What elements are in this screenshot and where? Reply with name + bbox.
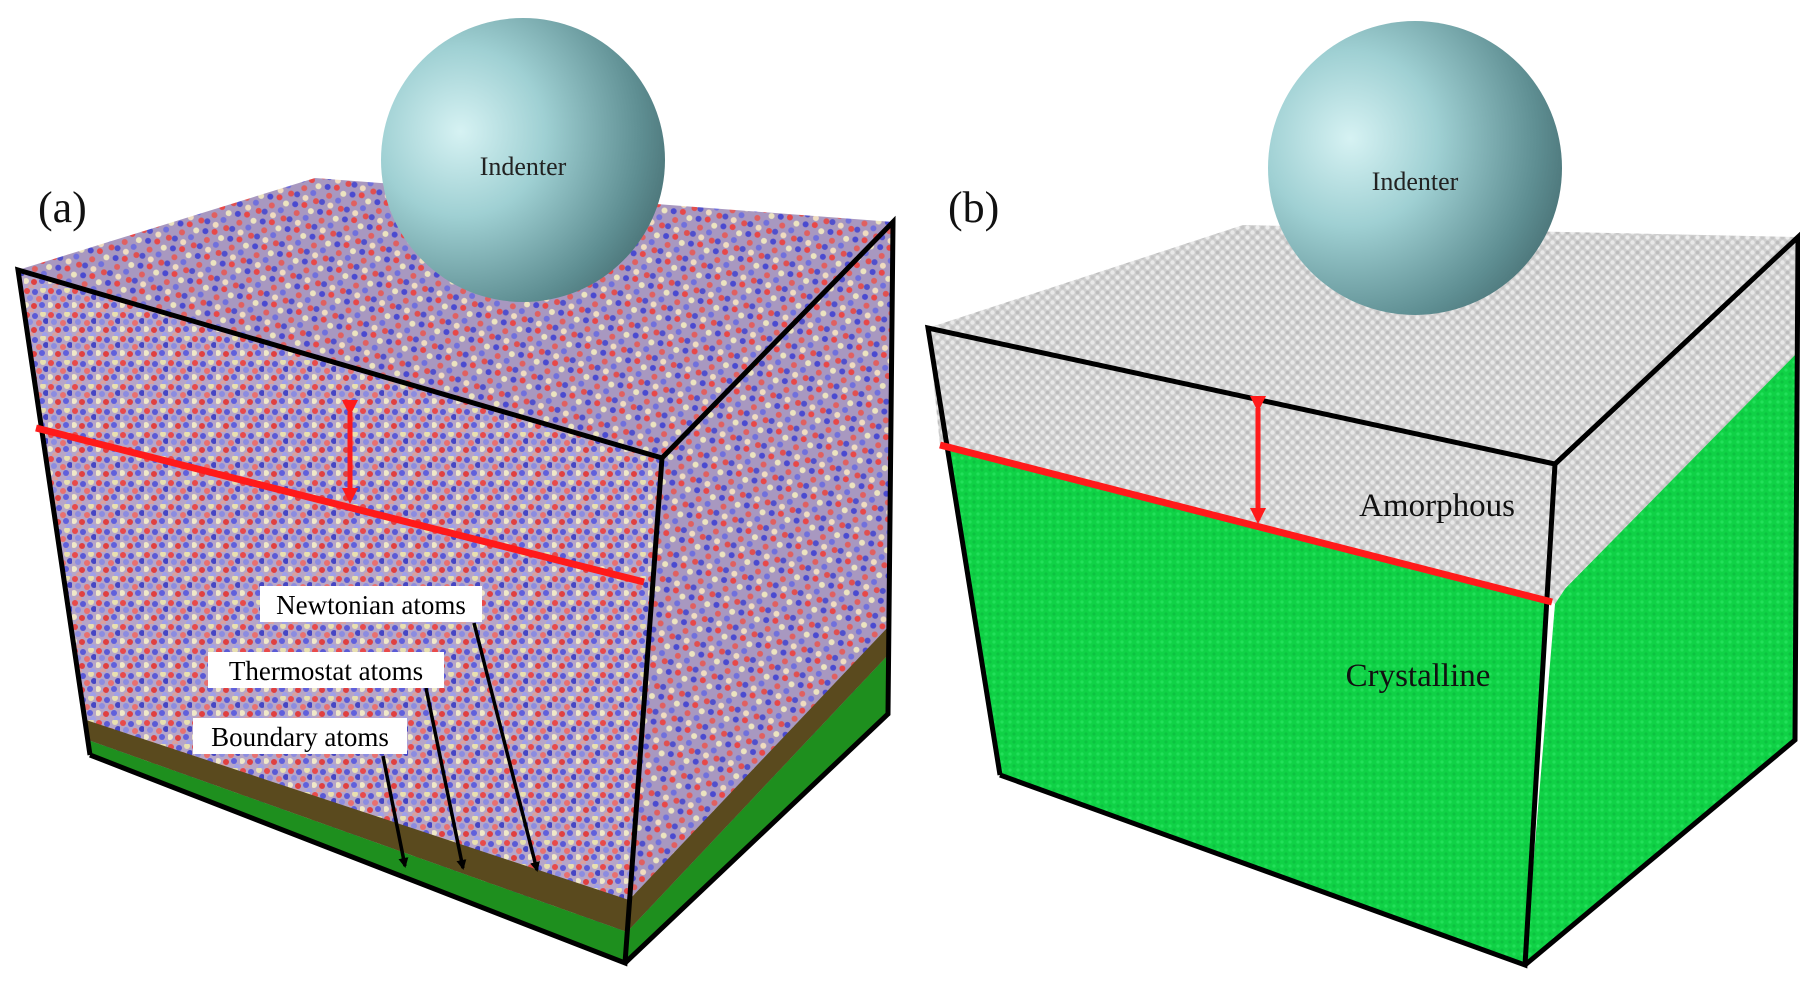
boundary-arrow <box>381 755 409 868</box>
thermostat-layer-right <box>627 626 889 932</box>
thermostat-layer <box>86 720 629 932</box>
panel-b-interface-line <box>939 441 1553 606</box>
panel-a: Indenter (a) Newtonian atoms Thermostat … <box>14 18 896 967</box>
panel-a-box-edges-top <box>623 215 896 965</box>
panel-b-front-face-amorphous <box>928 328 1555 604</box>
panel-b: Indenter (b) Amorphous Crystalline <box>924 21 1800 969</box>
newtonian-label-box <box>260 586 482 622</box>
newtonian-arrow <box>472 622 540 872</box>
panel-b-letter: (b) <box>948 183 999 232</box>
boundary-layer-right <box>625 654 889 963</box>
thermostat-arrow <box>424 687 467 870</box>
crystalline-label: Crystalline <box>1346 658 1491 694</box>
panel-b-indenter-label: Indenter <box>1372 167 1459 196</box>
thermostat-label: Thermostat atoms <box>229 656 423 686</box>
panel-a-interface-line <box>35 424 645 586</box>
panel-a-right-face <box>625 222 893 963</box>
panel-a-top-face <box>18 178 893 458</box>
thermostat-label-box <box>208 652 444 688</box>
boundary-label-box <box>193 718 407 754</box>
panel-a-indenter <box>381 18 665 302</box>
newtonian-label: Newtonian atoms <box>276 590 466 620</box>
amorphous-label: Amorphous <box>1359 488 1515 524</box>
panel-a-letter: (a) <box>38 183 87 232</box>
panel-b-box-edges-top <box>1523 231 1800 967</box>
panel-b-right-face-amorphous <box>1550 237 1798 604</box>
boundary-layer <box>88 740 627 963</box>
panel-a-indenter-label: Indenter <box>480 152 567 181</box>
panel-b-indenter <box>1268 21 1562 315</box>
boundary-label: Boundary atoms <box>211 722 389 752</box>
